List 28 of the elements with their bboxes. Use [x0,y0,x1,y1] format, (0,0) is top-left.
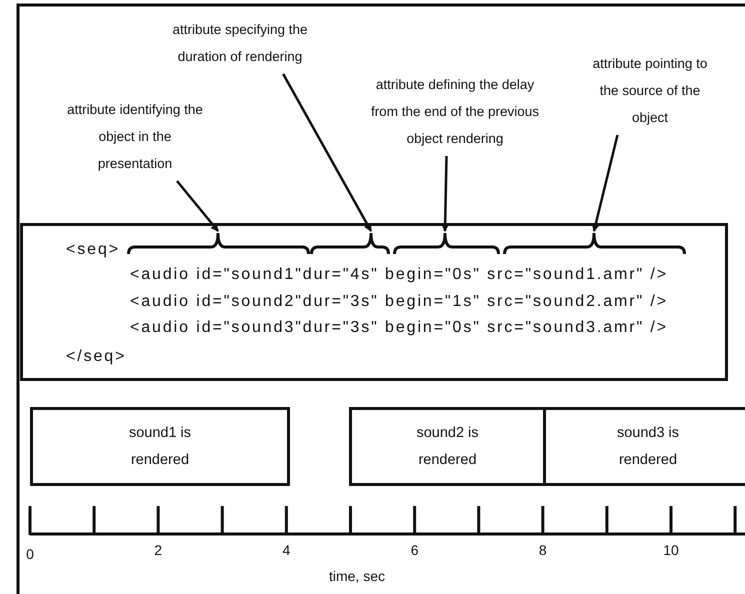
axis-title: time, sec [328,568,386,584]
code-box [20,223,728,381]
code-line: <audio id="sound3"dur="3s" begin="0s" src="sound3.amr" /> [130,319,668,337]
tick-label: 8 [538,542,548,558]
timeline-bar: sound2 is rendered [349,407,546,486]
tick-label: 10 [662,542,680,558]
leader-line [282,73,372,232]
tick-label: 2 [153,542,164,558]
code-line: <audio id="sound2"dur="3s" begin="1s" src="sound2.amr" /> [130,293,668,311]
curly-brace [310,231,390,255]
code-line: <seq> [66,241,120,259]
leader-line [592,134,619,232]
curly-brace [503,231,686,255]
tick-label: 4 [281,542,292,558]
code-line: </seq> [66,348,126,366]
curly-brace [393,231,500,255]
leader-line [176,180,219,232]
callout-text: attribute defining the delay from the end of the previous object rendering [370,71,540,152]
timeline-bar: sound3 is rendered [543,407,745,486]
tick-label: 6 [410,542,420,558]
curly-brace [127,231,310,255]
leader-line [441,156,450,232]
timeline-bar: sound1 is rendered [30,407,290,486]
code-line: <audio id="sound1"dur="4s" begin="0s" src="sound1.amr" /> [130,266,668,284]
callout-text: attribute specifying the duration of rendering [150,16,330,70]
callout-text: attribute pointing to the source of the object [585,50,715,131]
callout-text: attribute identifying the object in the presentation [65,96,205,177]
tick-label: 0 [25,546,35,562]
